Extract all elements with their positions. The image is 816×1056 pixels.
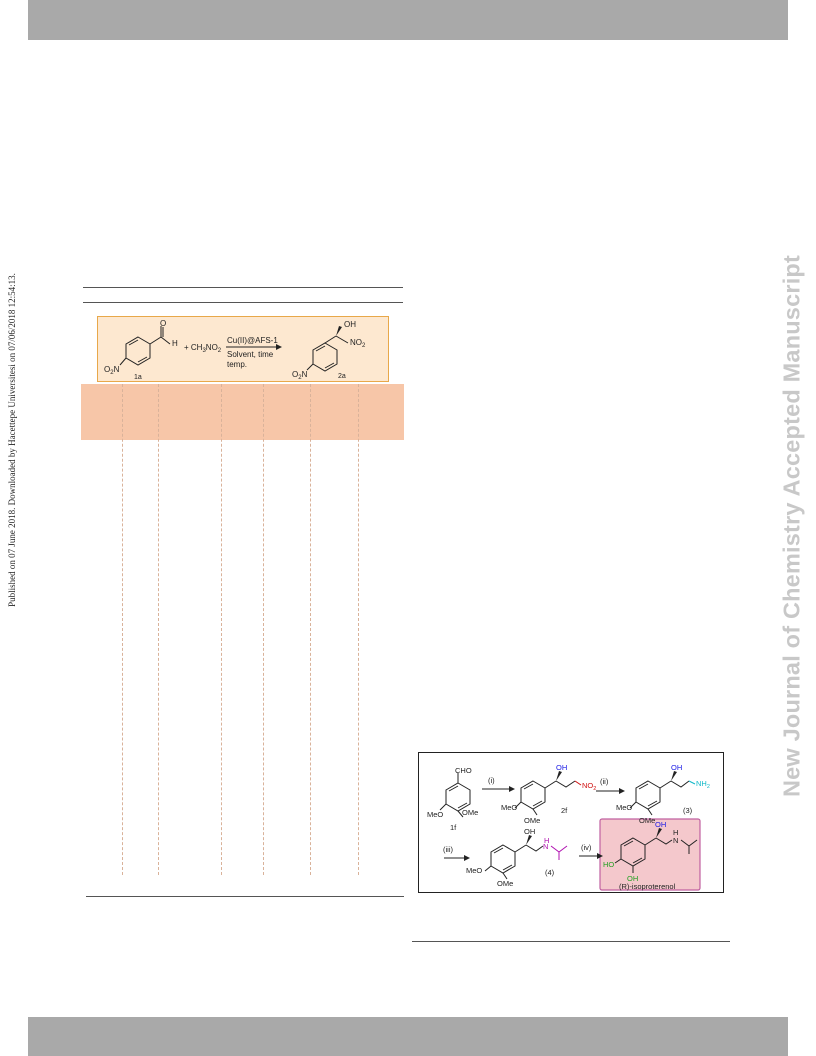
nitromethane-reagent: + CH3NO2: [184, 343, 222, 354]
aldehyde-oxygen: O: [160, 319, 166, 328]
compound-label-4: (4): [545, 868, 555, 877]
table-bottom-rule: [86, 896, 404, 897]
nitro-label: NO2: [582, 781, 596, 792]
methoxy-label: OMe: [497, 879, 513, 888]
table-column-divider: [358, 384, 359, 875]
methoxy-label: MeO: [501, 803, 517, 812]
table-column-divider: [158, 384, 159, 875]
compound-label-2f: 2f: [561, 806, 568, 815]
compound-label-3: (3): [683, 806, 693, 815]
conditions-line-2: temp.: [227, 360, 247, 369]
amine-label: NH2: [696, 779, 710, 790]
phenol-label: HO: [603, 860, 614, 869]
data-table: [81, 384, 404, 875]
nitro-group-left: O2N: [104, 365, 120, 376]
aldehyde-label: CHO: [455, 766, 472, 775]
amine-n-label: N: [543, 842, 548, 851]
right-column-bottom-rule: [412, 941, 730, 942]
step-label-iii: (iii): [443, 845, 453, 854]
methoxy-label: OMe: [524, 816, 540, 825]
step-label-i: (i): [488, 776, 495, 785]
published-note: Published on 07 June 2018. Downloaded by…: [0, 240, 24, 640]
hydroxyl-label: OH: [671, 763, 682, 772]
published-note-text: Published on 07 June 2018. Downloaded by…: [7, 273, 17, 607]
product-hydroxyl: OH: [344, 320, 356, 329]
footer-band: [28, 1017, 788, 1056]
reaction-scheme: O H O2N 1a + CH3NO2 Cu(II)@AFS-1 Solvent…: [97, 316, 389, 382]
compound-label-1f: 1f: [450, 823, 457, 832]
journal-watermark: New Journal of Chemistry Accepted Manusc…: [768, 176, 816, 876]
table-column-divider: [310, 384, 311, 875]
methoxy-label: MeO: [466, 866, 482, 875]
compound-label-2a: 2a: [338, 373, 346, 380]
amine-n-label: N: [673, 836, 678, 845]
table-column-divider: [263, 384, 264, 875]
table-column-divider: [221, 384, 222, 875]
methoxy-label: OMe: [462, 808, 478, 817]
methoxy-label: OMe: [639, 816, 655, 825]
table-top-rule-2: [83, 302, 403, 303]
aldehyde-hydrogen: H: [172, 339, 178, 348]
methoxy-label: MeO: [616, 803, 632, 812]
nitro-group-product: O2N: [292, 370, 308, 381]
product-nitro: NO2: [350, 338, 366, 349]
isoproterenol-synthesis-scheme: CHO MeO OMe 1f (i) OH NO2 MeO OMe 2f (ii…: [418, 752, 724, 893]
hydroxyl-label: OH: [556, 763, 567, 772]
amine-h-label: H: [673, 828, 678, 837]
compound-label-1a: 1a: [134, 374, 142, 381]
isoproterenol-label: (R)-isoproterenol: [619, 882, 676, 891]
amine-h-label: H: [544, 836, 549, 845]
step-label-iv: (iv): [581, 843, 592, 852]
hydroxyl-label: OH: [655, 820, 666, 829]
hydroxyl-label: OH: [524, 827, 535, 836]
journal-watermark-text: New Journal of Chemistry Accepted Manusc…: [778, 254, 805, 798]
table-header: [81, 384, 404, 440]
header-band: [28, 0, 788, 40]
table-top-rule-1: [83, 287, 403, 288]
product-highlight-box: [599, 818, 701, 891]
catalyst-label: Cu(II)@AFS-1: [227, 336, 278, 345]
phenol-label: OH: [627, 874, 638, 883]
conditions-line-1: Solvent, time: [227, 350, 274, 359]
methoxy-label: MeO: [427, 810, 443, 819]
step-label-ii: (ii): [600, 777, 609, 786]
reaction-scheme-drawing: O H O2N 1a + CH3NO2 Cu(II)@AFS-1 Solvent…: [104, 319, 366, 381]
isoproterenol-scheme-drawing: CHO MeO OMe 1f (i) OH NO2 MeO OMe 2f (ii…: [427, 763, 710, 891]
table-column-divider: [122, 384, 123, 875]
